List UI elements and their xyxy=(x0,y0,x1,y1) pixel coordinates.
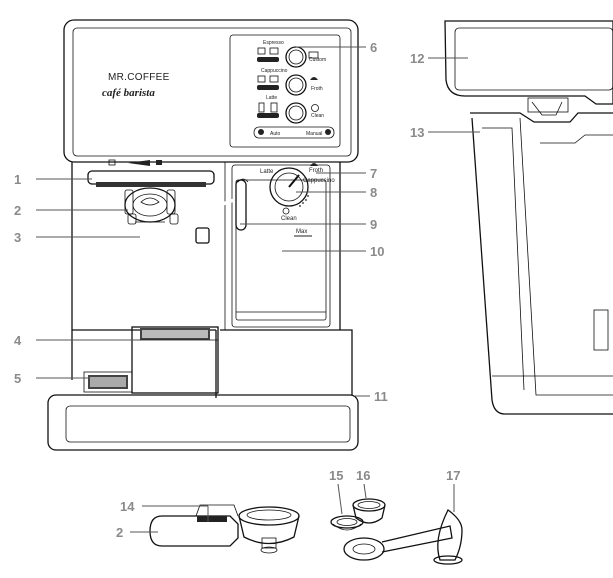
control-panel: Espresso Cappuccino Latte Custom Froth C… xyxy=(253,40,335,139)
label-froth: Froth xyxy=(311,86,323,92)
callout-2-accessory: 2 xyxy=(116,525,123,540)
callout-14: 14 xyxy=(120,499,135,514)
dial-label-latte: Latte xyxy=(260,169,274,175)
callout-5: 5 xyxy=(14,371,21,386)
callout-3: 3 xyxy=(14,230,21,245)
single-cup-icon xyxy=(257,47,266,55)
froth-icon xyxy=(310,163,318,166)
label-espresso: Espresso xyxy=(263,40,284,46)
callout-12: 12 xyxy=(410,51,424,66)
callout-4: 4 xyxy=(14,333,22,348)
callout-7: 7 xyxy=(370,166,377,181)
callout-10: 10 xyxy=(370,244,384,259)
label-manual: Manual xyxy=(306,131,322,137)
custom-button[interactable] xyxy=(285,46,307,68)
callout-1: 1 xyxy=(14,172,21,187)
lock-icon xyxy=(156,160,162,165)
single-filter-basket xyxy=(330,515,364,531)
custom-cup-icon xyxy=(308,51,319,59)
froth-button[interactable] xyxy=(285,74,307,96)
callout-6: 6 xyxy=(370,40,377,55)
double-glass-icon xyxy=(270,102,278,113)
callout-17: 17 xyxy=(446,468,460,483)
dial-label-clean: Clean xyxy=(281,216,297,222)
machine-body xyxy=(47,19,359,451)
froth-dial[interactable]: Latte Froth Cappuccino Clean xyxy=(260,163,335,222)
callout-8: 8 xyxy=(370,185,377,200)
lock-indicator xyxy=(108,159,162,166)
label-latte: Latte xyxy=(266,95,277,101)
max-label: Max xyxy=(296,229,307,235)
clean-button[interactable] xyxy=(285,102,307,124)
hand-icon xyxy=(325,129,331,135)
single-cup-icon xyxy=(257,75,266,83)
froth-lever[interactable] xyxy=(235,178,249,231)
drip-grid xyxy=(88,375,128,389)
callout-13: 13 xyxy=(410,125,424,140)
double-cup-icon xyxy=(269,47,279,55)
measuring-scoop-tamper xyxy=(343,509,463,565)
label-auto: Auto xyxy=(270,131,281,137)
callout-16: 16 xyxy=(356,468,370,483)
label-custom: Custom xyxy=(309,57,326,63)
clean-icon xyxy=(311,104,319,112)
dial-label-froth: Froth xyxy=(309,168,323,174)
portafilter xyxy=(149,504,300,554)
clean-icon xyxy=(282,207,290,215)
callout-15: 15 xyxy=(329,468,343,483)
double-cup-icon xyxy=(269,75,279,83)
brand-line1: MR.COFFEE xyxy=(108,72,170,83)
callout-9: 9 xyxy=(370,217,377,232)
label-cappuccino: Cappuccino xyxy=(261,68,288,74)
double-filter-basket xyxy=(352,498,386,524)
steam-wand xyxy=(195,198,235,244)
water-tank xyxy=(444,20,613,415)
brew-head xyxy=(87,170,215,225)
label-clean: Clean xyxy=(311,113,324,119)
callout-2: 2 xyxy=(14,203,21,218)
hand-icon xyxy=(258,129,264,135)
single-glass-icon xyxy=(258,102,265,113)
callout-11: 11 xyxy=(374,389,388,404)
dial-label-cappuccino: Cappuccino xyxy=(303,178,335,184)
callout-leaders xyxy=(36,46,480,533)
unlock-icon xyxy=(108,159,116,166)
brand-line2: café barista xyxy=(102,87,155,99)
froth-icon xyxy=(310,77,318,80)
